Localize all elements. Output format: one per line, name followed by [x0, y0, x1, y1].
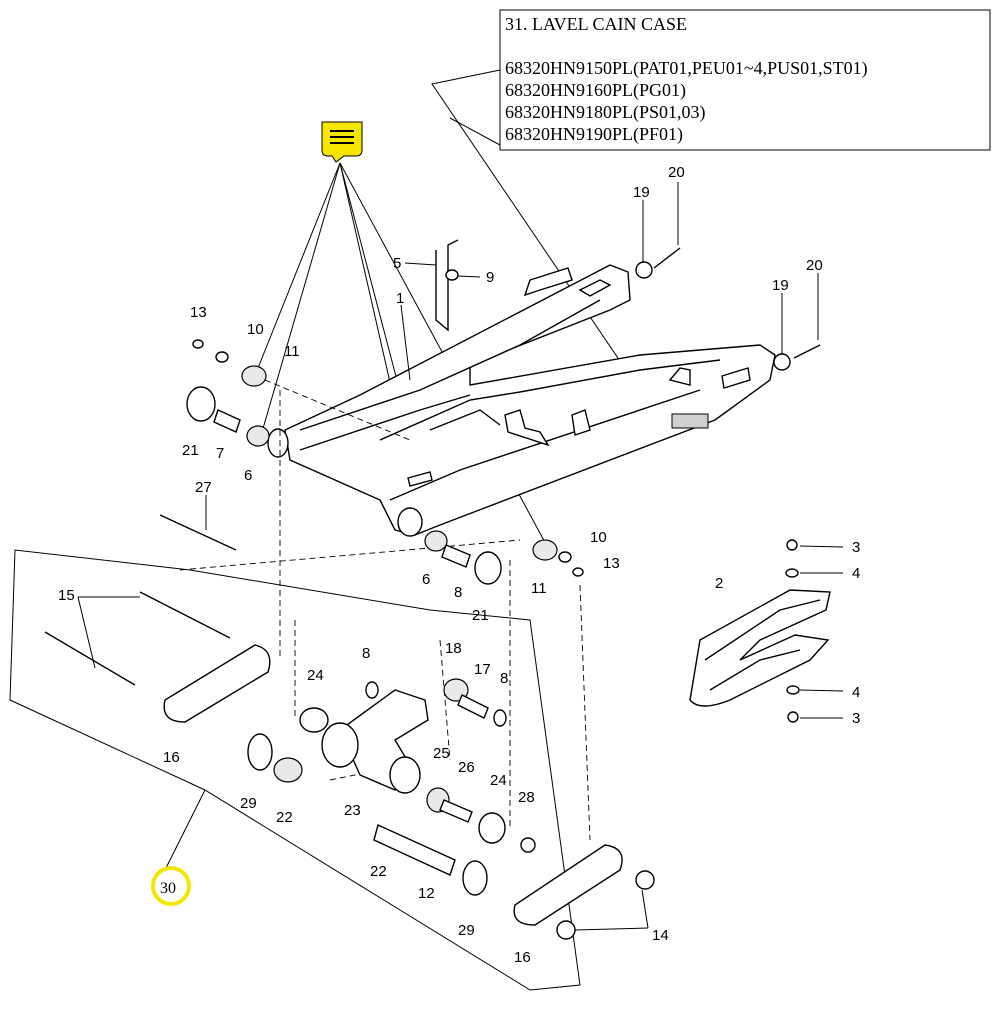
label-11a: 11 — [284, 343, 300, 360]
info-box: 31. LAVEL CAIN CASE 68320HN9150PL(PAT01,… — [499, 9, 991, 151]
info-box-line-1: 68320HN9150PL(PAT01,PEU01~4,PUS01,ST01) — [505, 58, 868, 79]
part-labels: 1 2 3 3 4 4 5 6 6 7 8 8 8 9 10 10 11 11 … — [58, 164, 860, 966]
chain-guide — [689, 589, 831, 707]
callout-leader — [164, 789, 206, 871]
label-17: 17 — [474, 661, 491, 678]
label-20a: 20 — [668, 164, 685, 181]
label-27: 27 — [195, 479, 212, 496]
callout-30[interactable]: 30 — [151, 866, 191, 906]
label-3b: 3 — [852, 710, 860, 727]
note-label-icon[interactable] — [321, 121, 363, 163]
label-19a: 19 — [633, 184, 650, 201]
label-2: 2 — [715, 575, 723, 592]
label-3a: 3 — [852, 539, 860, 556]
info-box-line-2: 68320HN9160PL(PG01) — [505, 80, 686, 101]
info-box-line-4: 68320HN9190PL(PF01) — [505, 124, 683, 145]
label-10b: 10 — [590, 529, 607, 546]
label-21a: 21 — [182, 442, 199, 459]
label-10a: 10 — [247, 321, 264, 338]
label-16a: 16 — [163, 749, 180, 766]
label-11b: 11 — [531, 580, 547, 597]
label-6a: 6 — [244, 467, 252, 484]
label-13a: 13 — [190, 304, 207, 321]
label-12: 12 — [418, 885, 435, 902]
label-24b: 24 — [490, 772, 507, 789]
label-14: 14 — [652, 927, 669, 944]
label-29b: 29 — [458, 922, 475, 939]
label-4a: 4 — [852, 565, 860, 582]
label-22a: 22 — [276, 809, 293, 826]
info-box-line-3: 68320HN9180PL(PS01,03) — [505, 102, 706, 123]
label-20b: 20 — [806, 257, 823, 274]
label-24a: 24 — [307, 667, 324, 684]
part-leaders — [77, 182, 844, 931]
label-21b: 21 — [472, 607, 489, 624]
label-7: 7 — [216, 445, 224, 462]
label-4b: 4 — [852, 684, 860, 701]
label-15: 15 — [58, 587, 75, 604]
label-1: 1 — [396, 290, 404, 307]
label-9: 9 — [486, 269, 494, 286]
label-23: 23 — [344, 802, 361, 819]
label-29a: 29 — [240, 795, 257, 812]
info-box-title: 31. LAVEL CAIN CASE — [505, 14, 687, 34]
link-group-outline — [9, 549, 581, 991]
callout-30-label: 30 — [160, 880, 176, 897]
info-box-leader-2 — [449, 117, 501, 146]
label-19b: 19 — [772, 277, 789, 294]
label-13b: 13 — [603, 555, 620, 572]
label-6b: 6 — [422, 571, 430, 588]
label-25: 25 — [433, 745, 450, 762]
label-8c: 8 — [500, 670, 508, 687]
swingarm — [267, 264, 776, 537]
label-8a: 8 — [454, 584, 462, 601]
label-22b: 22 — [370, 863, 387, 880]
label-26: 26 — [458, 759, 475, 776]
label-plate — [671, 413, 709, 429]
label-16b: 16 — [514, 949, 531, 966]
label-18: 18 — [445, 640, 462, 657]
label-5: 5 — [393, 255, 401, 272]
label-8b: 8 — [362, 645, 370, 662]
label-28: 28 — [518, 789, 535, 806]
hardware — [44, 239, 821, 940]
